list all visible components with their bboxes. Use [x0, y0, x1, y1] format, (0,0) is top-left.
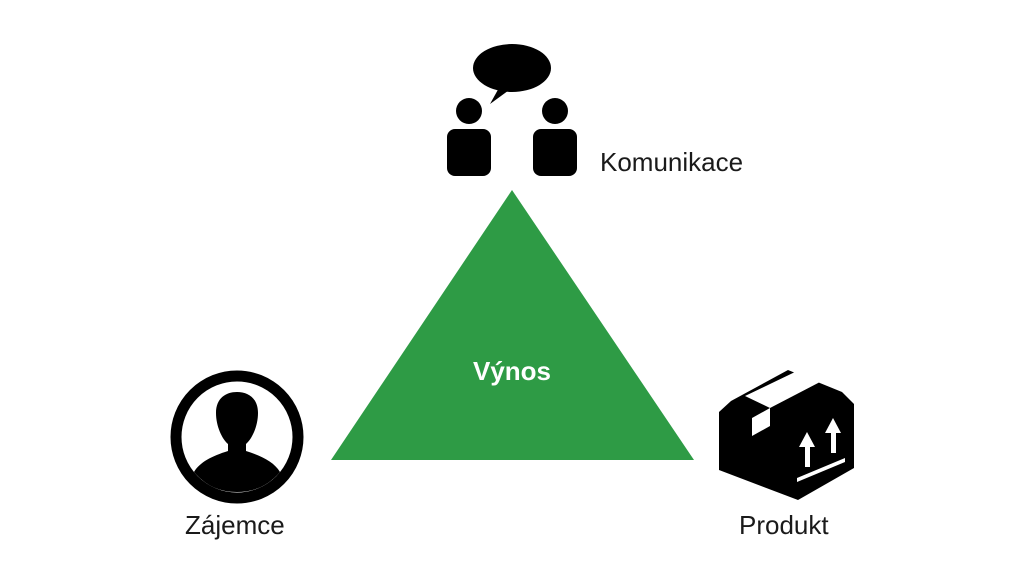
package-box-icon — [719, 370, 854, 500]
person-in-circle-icon — [170, 370, 304, 504]
center-label: Výnos — [472, 356, 552, 386]
revenue-triangle — [331, 190, 694, 460]
two-people-speech-bubble-icon — [447, 44, 577, 176]
right-node-label: Produkt — [739, 510, 829, 540]
left-node-label: Zájemce — [185, 510, 285, 540]
top-node-label: Komunikace — [600, 147, 744, 177]
